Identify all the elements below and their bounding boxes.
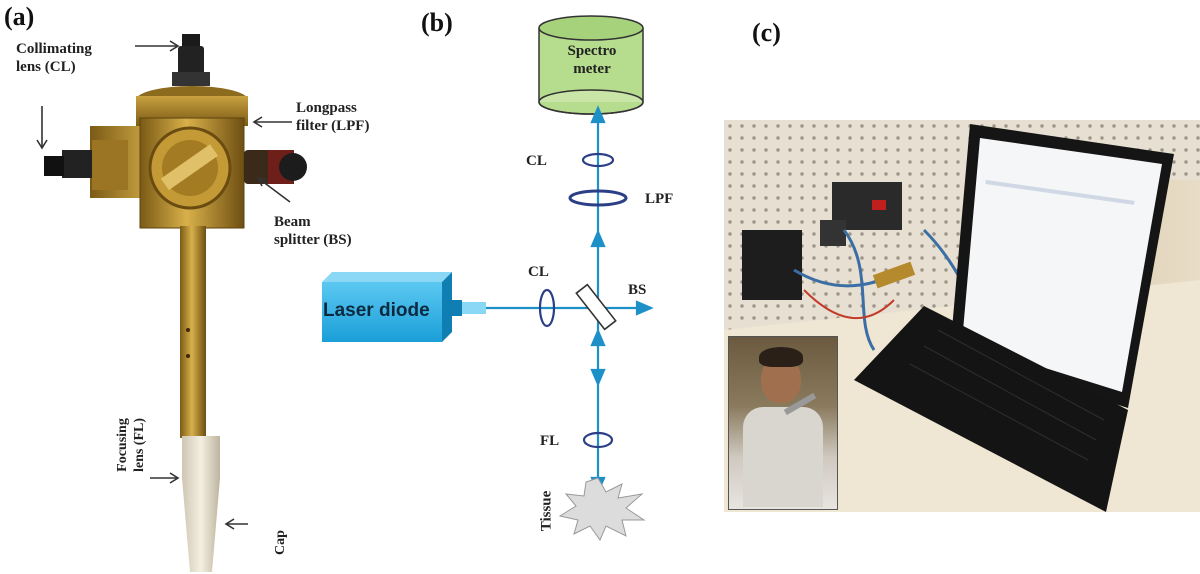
beam-splitter-label: Beam splitter (BS)	[274, 214, 352, 248]
probe-tube	[180, 226, 206, 438]
laser-diode-label: Laser diode	[323, 300, 430, 321]
focusing-lens-label: Focusing lens (FL)	[115, 417, 147, 473]
cl-top-lens	[581, 152, 615, 168]
fl-lens	[582, 431, 614, 449]
collimating-lens-label: Collimating lens (CL)	[16, 41, 92, 75]
setup-photo	[724, 120, 1200, 512]
probe-cap	[182, 436, 220, 572]
panel-b-letter: (b)	[421, 8, 453, 37]
longpass-filter-holder	[244, 150, 307, 184]
cl-top-label: CL	[526, 153, 547, 169]
probe-head	[90, 86, 248, 229]
panel-c-letter: (c)	[752, 18, 781, 47]
tissue-label: Tissue	[538, 490, 555, 532]
lenses	[538, 152, 628, 449]
probe-photo	[36, 34, 307, 572]
optical-schematic	[322, 15, 654, 542]
beam-splitter	[575, 283, 617, 331]
power-supply	[742, 230, 802, 300]
lpf-filter	[568, 189, 628, 207]
longpass-filter-label: Longpass filter (LPF)	[296, 100, 370, 134]
panel-a-letter: (a)	[4, 2, 35, 31]
annotation-arrows	[36, 40, 292, 530]
tissue-shape	[558, 477, 646, 542]
lpf-label: LPF	[645, 191, 674, 207]
collimating-knob	[172, 34, 210, 86]
beam-path	[486, 105, 654, 500]
cl-mid-lens	[538, 288, 556, 328]
spectrometer	[538, 15, 644, 115]
fl-label: FL	[540, 433, 560, 449]
cap-label: Cap	[272, 530, 288, 555]
subject-inset-photo	[728, 336, 838, 510]
spectrometer-label: Spectro meter	[567, 43, 617, 77]
side-knob-left	[44, 150, 92, 178]
laptop-keyboard	[854, 306, 1128, 512]
laser-diode	[322, 272, 486, 342]
probe-on-table	[872, 261, 916, 289]
cl-mid-label: CL	[528, 264, 549, 280]
bs-label: BS	[628, 282, 647, 298]
